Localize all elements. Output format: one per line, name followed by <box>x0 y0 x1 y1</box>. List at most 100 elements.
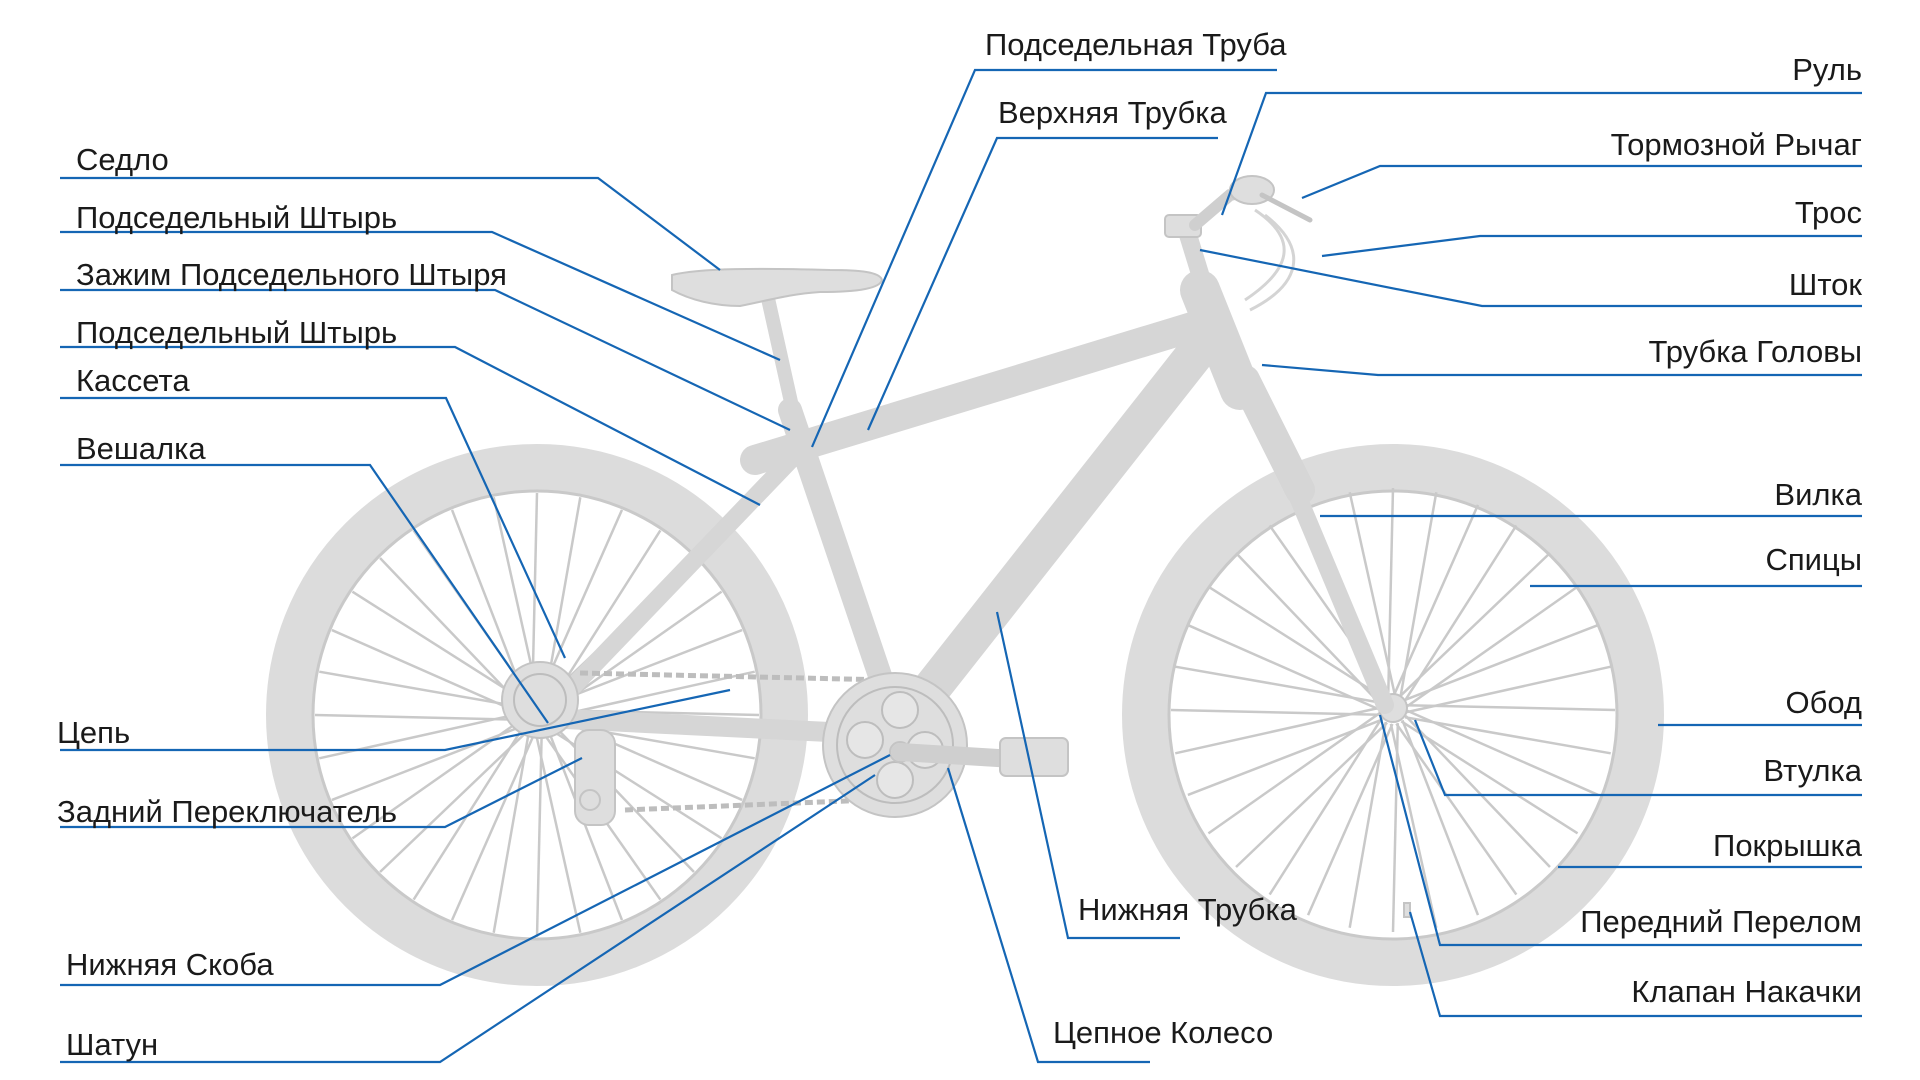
label-cable: Трос <box>1795 195 1862 230</box>
leader-handlebar <box>1220 91 1862 216</box>
spoke <box>1235 552 1382 705</box>
label-handlebar: Руль <box>1792 52 1862 87</box>
top-tube <box>740 305 1230 475</box>
label-hub: Втулка <box>1763 753 1862 788</box>
spoke <box>314 713 524 722</box>
label-tire: Покрышка <box>1713 828 1863 863</box>
spoke <box>1400 720 1579 835</box>
spoke <box>1386 487 1395 697</box>
spoke <box>1235 721 1388 868</box>
spoke <box>1403 524 1518 703</box>
label-seatpost-2: Подседельный Штырь <box>76 315 397 350</box>
spoke <box>1348 491 1397 697</box>
bicycle-illustration <box>266 175 1664 986</box>
label-saddle: Седло <box>76 142 169 177</box>
label-spokes: Спицы <box>1765 542 1862 577</box>
rear-tire <box>266 444 808 986</box>
chain <box>579 670 891 813</box>
frame <box>535 216 1394 754</box>
seat-tube <box>778 398 907 732</box>
label-down-tube: Нижняя Трубка <box>1078 892 1298 927</box>
leader-crank <box>60 774 876 1064</box>
label-front-derailleur: Передний Перелом <box>1580 904 1862 939</box>
pedal <box>999 737 1069 777</box>
label-cassette: Кассета <box>76 363 190 398</box>
spoke <box>351 590 530 705</box>
spoke <box>1404 715 1551 868</box>
spoke <box>548 720 695 873</box>
spoke <box>1348 721 1387 928</box>
label-seat-tube: Подседельная Труба <box>985 27 1287 62</box>
leader-stem <box>1199 248 1862 308</box>
label-head-tube: Трубка Головы <box>1649 334 1863 369</box>
spoke <box>533 728 582 934</box>
spoke <box>1170 708 1380 717</box>
label-bottom-bracket: Нижняя Скоба <box>66 947 274 982</box>
spoke <box>1401 719 1480 916</box>
spoke <box>1406 703 1616 712</box>
spoke <box>535 728 544 938</box>
spoke <box>1399 492 1438 699</box>
spoke <box>450 728 538 921</box>
spoke <box>412 722 527 901</box>
fork-lower <box>1286 481 1394 714</box>
leader-hanger <box>60 463 549 724</box>
label-fork: Вилка <box>1774 477 1862 512</box>
leader-chain <box>60 688 731 752</box>
spoke <box>546 628 743 707</box>
spoke <box>379 726 532 873</box>
leader-valve <box>1408 911 1862 1018</box>
label-stem: Шток <box>1789 267 1863 302</box>
label-valve: Клапан Накачки <box>1631 974 1862 1009</box>
spoke <box>331 628 524 716</box>
spoke <box>1187 718 1384 797</box>
leader-hub <box>1413 719 1862 797</box>
leader-brake-lever <box>1301 164 1862 200</box>
label-chainring: Цепное Колесо <box>1053 1015 1273 1050</box>
leader-head-tube <box>1261 363 1862 377</box>
labels: Седло Подседельный Штырь Зажим Подседель… <box>57 27 1863 1062</box>
spoke <box>550 670 756 719</box>
leader-seatpost-2 <box>60 345 761 506</box>
label-seatpost-clamp: Зажим Подседельного Штыря <box>76 257 507 292</box>
spoke <box>331 723 528 802</box>
leader-seat-tube <box>810 68 1277 448</box>
spoke <box>1402 623 1599 702</box>
fork-upper <box>1230 365 1315 505</box>
leader-saddle <box>60 176 721 271</box>
label-rim: Обод <box>1785 685 1862 720</box>
seat-stay <box>551 441 809 709</box>
spoke <box>1175 665 1382 704</box>
spoke <box>319 670 526 709</box>
leader-down-tube <box>995 611 1180 940</box>
leader-seatpost-clamp <box>60 288 791 431</box>
label-chain: Цепь <box>57 715 130 750</box>
seatpost <box>758 278 802 427</box>
spoke <box>1207 585 1386 700</box>
valve-stem <box>1403 902 1411 918</box>
leader-bottom-bracket <box>60 754 891 987</box>
spoke <box>1406 709 1599 797</box>
label-top-tube: Верхняя Трубка <box>998 95 1228 130</box>
spoke <box>1398 552 1551 699</box>
leader-seatpost-1 <box>60 230 781 362</box>
leader-lines <box>60 68 1862 1064</box>
front-spokes <box>1170 487 1616 933</box>
front-tire <box>1122 444 1664 986</box>
spoke <box>1174 706 1380 755</box>
rear-wheel <box>266 444 808 986</box>
leader-top-tube <box>866 136 1218 431</box>
front-wheel <box>1122 444 1664 986</box>
spoke <box>1187 623 1380 711</box>
label-seatpost-1: Подседельный Штырь <box>76 200 397 235</box>
spoke <box>1405 585 1579 708</box>
spoke <box>1306 723 1394 916</box>
spoke <box>351 717 525 840</box>
leader-cassette <box>60 396 567 659</box>
drivetrain-front <box>822 672 1069 818</box>
spoke <box>1406 665 1612 714</box>
spoke <box>1392 504 1480 697</box>
saddle-shape <box>671 267 884 308</box>
rear-derailleur-body <box>574 729 616 826</box>
